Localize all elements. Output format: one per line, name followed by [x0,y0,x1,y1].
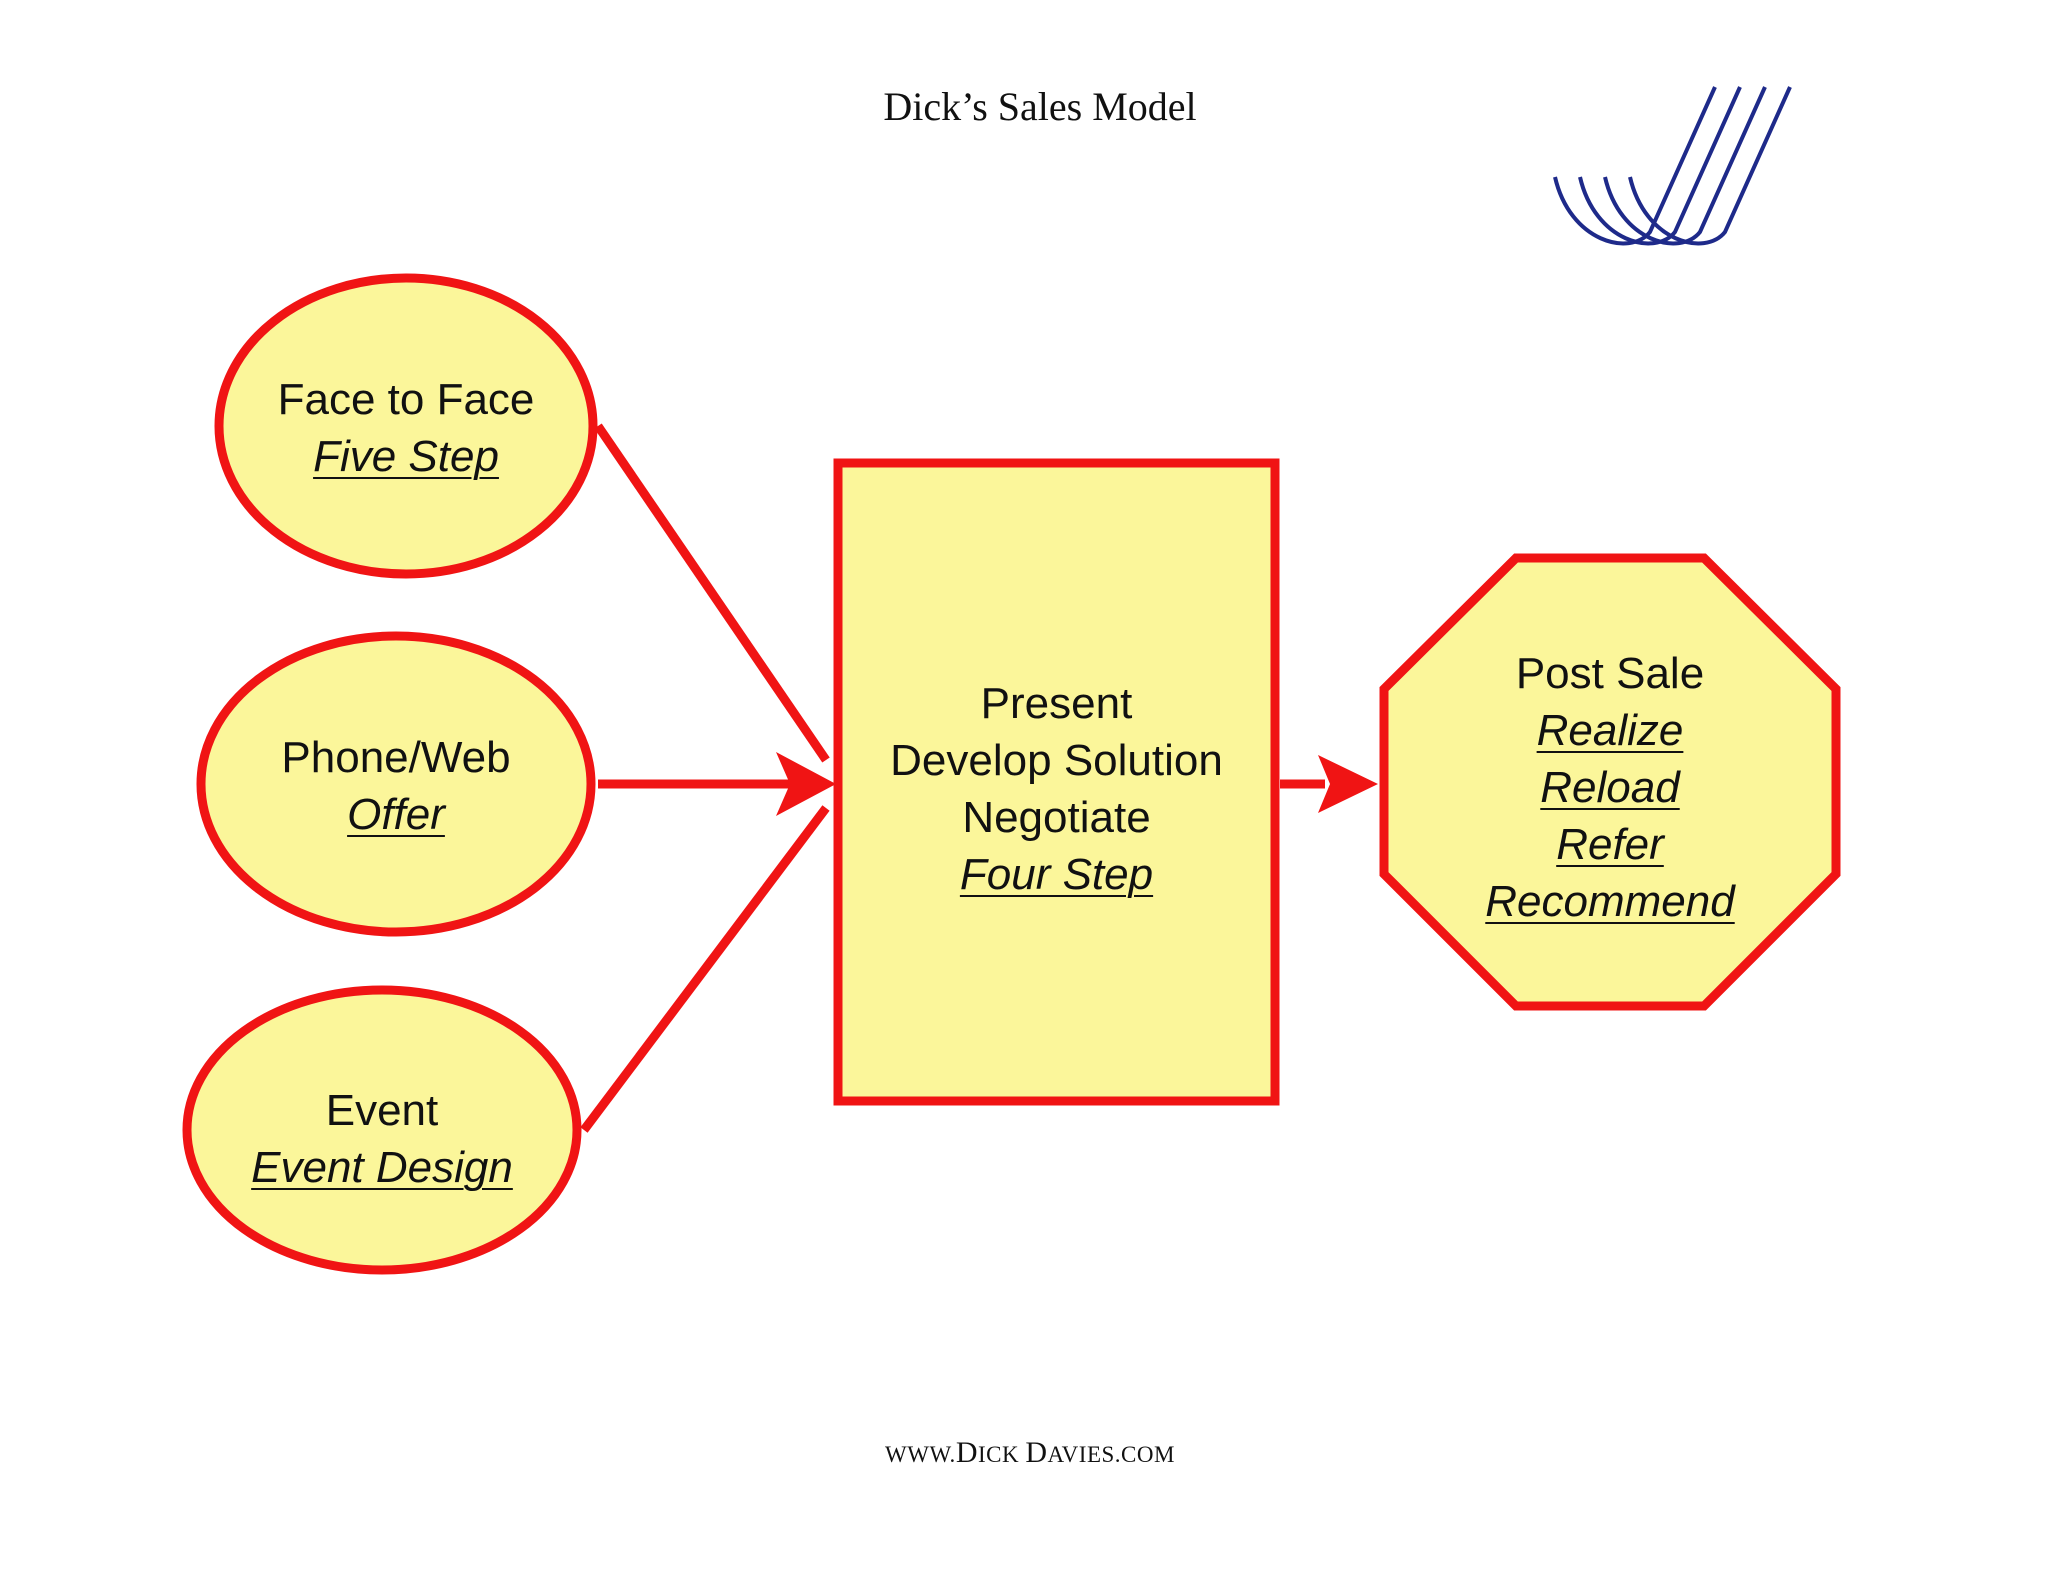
label-present: Present Develop Solution Negotiate Four … [838,675,1275,903]
arrow-face-to-present [594,423,830,763]
footer-d: D [955,1436,978,1469]
present-line-1: Present [980,679,1133,728]
footer-website: WWW.DICK DAVIES.COM [0,1436,2048,1470]
post-sale-item: Refer [1556,820,1664,869]
node-present [833,458,1280,1106]
label-face-to-face: Face to Face Five Step [246,371,566,485]
present-line-2: Develop Solution [890,736,1223,785]
post-sale-item: Reload [1540,763,1680,812]
footer-w1: WWW. [885,1442,956,1467]
face-to-face-sub: Five Step [313,432,499,481]
node-face-to-face [214,273,598,579]
event-sub: Event Design [251,1143,513,1192]
event-title: Event [325,1086,439,1135]
phone-web-sub: Offer [347,790,445,839]
page-title: Dick’s Sales Model [883,84,1197,129]
node-phone-web [196,631,596,937]
footer-ick: ICK [977,1442,1026,1467]
post-sale-title: Post Sale [1515,649,1705,698]
label-phone-web: Phone/Web Offer [236,729,556,843]
footer-avies: AVIES.COM [1047,1442,1175,1467]
arrowhead-postsale [1318,755,1378,813]
arrow-event-to-present [580,805,830,1133]
footer-d2: D [1025,1436,1048,1469]
present-line-3: Negotiate [962,793,1151,842]
node-post-sale [1379,553,1841,1011]
present-sub: Four Step [959,850,1154,899]
phone-web-title: Phone/Web [281,733,511,782]
post-sale-item: Recommend [1485,877,1735,926]
post-sale-item: Realize [1536,706,1684,755]
label-event: Event Event Design [222,1082,542,1196]
label-post-sale: Post Sale Realize Reload Refer Recommend [1384,645,1836,930]
face-to-face-title: Face to Face [277,375,535,424]
arrowhead-present [776,752,836,816]
swoosh-logo-icon [1553,86,1792,246]
node-event [182,985,582,1275]
